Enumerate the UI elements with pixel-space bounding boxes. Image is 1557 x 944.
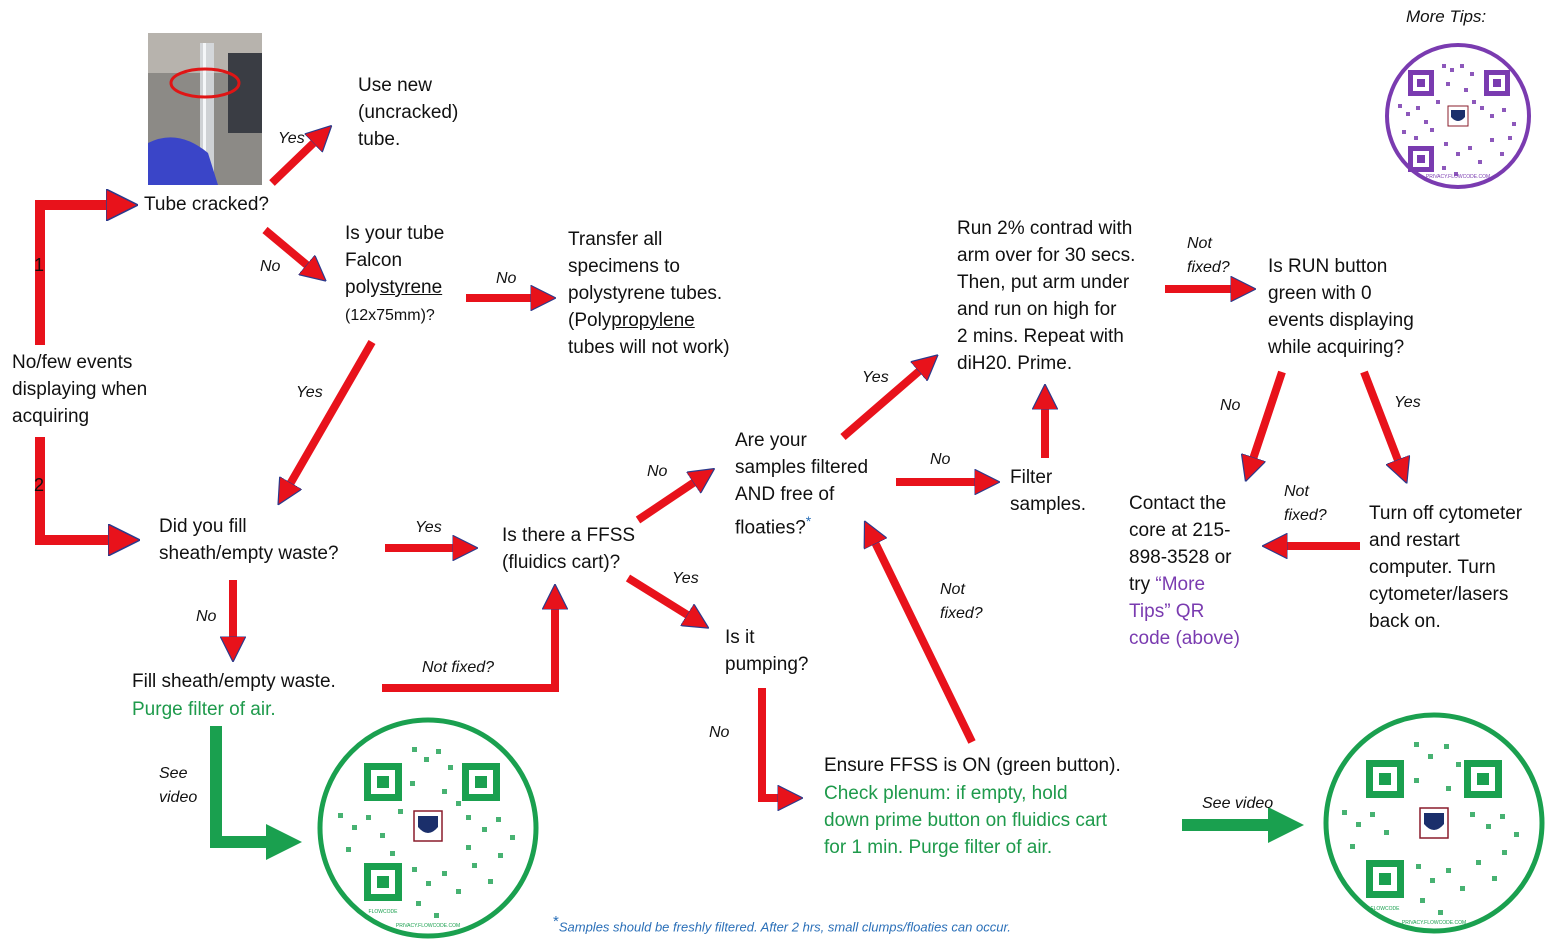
path-2-label: 2 bbox=[34, 475, 45, 495]
label-ensure-notfixed: Not fixed? bbox=[940, 581, 983, 622]
filtered-asterisk: * bbox=[805, 513, 812, 529]
filter-samples-node: Filter samples. bbox=[1010, 467, 1087, 515]
purge-video-qr-code[interactable]: FLOWCODE PRIVACY.FLOWCODE.COM bbox=[316, 717, 540, 944]
label-falcon-no: No bbox=[496, 270, 517, 287]
more-tips-qr-code[interactable]: PRIVACY.FLOWCODE.COM bbox=[1384, 42, 1532, 195]
transfer-text-2: tubes will not work) bbox=[568, 337, 730, 358]
path-1-label: 1 bbox=[34, 255, 45, 275]
arrow-cracked-yes bbox=[269, 131, 326, 186]
qr-caption-left: PRIVACY.FLOWCODE.COM bbox=[396, 923, 460, 929]
qr-brand-right: FLOWCODE bbox=[1371, 906, 1401, 912]
qr-caption-top: PRIVACY.FLOWCODE.COM bbox=[1426, 174, 1490, 180]
label-falcon-yes: Yes bbox=[296, 384, 323, 401]
arrow-falcon-yes bbox=[282, 340, 376, 498]
transfer-text-1: Transfer all specimens to polystyrene tu… bbox=[568, 229, 723, 331]
arrow-run-yes bbox=[1360, 370, 1404, 476]
falcon-question-text: Is your tube Falcon poly bbox=[345, 223, 445, 298]
arrow-ffss-yes bbox=[625, 574, 702, 624]
label-pumping-no: No bbox=[709, 724, 730, 741]
label-fill-yes: Yes bbox=[415, 519, 442, 536]
start-node: No/few events displaying when acquiring bbox=[12, 352, 148, 427]
more-tips-reference: “More Tips” QR code (above) bbox=[1129, 574, 1240, 649]
pumping-question: Is it pumping? bbox=[725, 627, 809, 675]
arrow-filtered-yes bbox=[840, 360, 932, 441]
ensure-ffss-node: Ensure FFSS is ON (green button). bbox=[824, 755, 1121, 776]
falcon-question-size: (12x75mm)? bbox=[345, 307, 435, 324]
arrow-purge-video bbox=[210, 726, 302, 860]
footnote-mark: * bbox=[553, 913, 559, 930]
purge-air-note: Purge filter of air. bbox=[132, 699, 276, 720]
filtered-question: Are your samples filtered AND free of fl… bbox=[735, 427, 868, 541]
footnote-text: Samples should be freshly filtered. Afte… bbox=[558, 919, 1011, 935]
footnote: *Samples should be freshly filtered. Aft… bbox=[553, 913, 1011, 934]
transfer-node: Transfer all specimens to polystyrene tu… bbox=[568, 226, 730, 361]
label-run-yes: Yes bbox=[1394, 394, 1421, 411]
contact-core-text: Contact the core at 215- 898-3528 or try bbox=[1129, 493, 1232, 595]
transfer-underline: propylene bbox=[611, 310, 695, 331]
label-fill-no: No bbox=[196, 608, 217, 625]
label-filtered-no: No bbox=[930, 451, 951, 468]
arrow-run-no bbox=[1248, 370, 1286, 474]
more-tips-heading: More Tips: bbox=[1406, 7, 1487, 26]
qr-brand-left: FLOWCODE bbox=[369, 909, 399, 915]
cracked-tube-photo bbox=[148, 33, 262, 185]
falcon-question: Is your tube Falcon polystyrene bbox=[345, 220, 444, 301]
arrow-cracked-no bbox=[262, 226, 320, 276]
label-fill-notfixed: Not fixed? bbox=[422, 659, 495, 676]
label-restart-notfixed: Not fixed? bbox=[1284, 483, 1327, 524]
arrow-pumping-no bbox=[758, 688, 795, 798]
arrow-fill-notfixed bbox=[382, 592, 555, 692]
arrow-ensure-notfixed bbox=[868, 528, 976, 744]
tube-cracked-question: Tube cracked? bbox=[144, 194, 269, 215]
label-ffss-no: No bbox=[647, 463, 668, 480]
filtered-question-text: Are your samples filtered AND free of fl… bbox=[735, 430, 869, 539]
run-button-question: Is RUN button green with 0 events displa… bbox=[1268, 256, 1414, 358]
label-cracked-no: No bbox=[260, 258, 281, 275]
label-run-no: No bbox=[1220, 397, 1241, 414]
label-contrad-notfixed: Not fixed? bbox=[1187, 235, 1230, 276]
plenum-video-qr-code[interactable]: FLOWCODE PRIVACY.FLOWCODE.COM bbox=[1322, 712, 1546, 939]
label-see-video-left: See video bbox=[159, 765, 198, 806]
arrow-ffss-no bbox=[635, 473, 708, 524]
label-see-video-right: See video bbox=[1202, 795, 1274, 812]
label-ffss-yes: Yes bbox=[672, 570, 699, 587]
falcon-question-underline: styrene bbox=[379, 277, 443, 298]
ffss-question: Is there a FFSS (fluidics cart)? bbox=[502, 525, 636, 573]
label-cracked-yes: Yes bbox=[278, 130, 305, 147]
fill-action-node: Fill sheath/empty waste. bbox=[132, 671, 336, 692]
restart-node: Turn off cytometer and restart computer.… bbox=[1369, 503, 1523, 632]
arrow-start-to-cracked bbox=[35, 205, 128, 345]
label-filtered-yes: Yes bbox=[862, 369, 889, 386]
fill-question: Did you fill sheath/empty waste? bbox=[159, 516, 339, 564]
check-plenum-note: Check plenum: if empty, hold down prime … bbox=[824, 783, 1108, 858]
use-new-tube-node: Use new (uncracked) tube. bbox=[358, 75, 459, 150]
contrad-node: Run 2% contrad with arm over for 30 secs… bbox=[957, 218, 1136, 374]
arrow-start-to-fill bbox=[35, 437, 130, 540]
qr-caption-right: PRIVACY.FLOWCODE.COM bbox=[1402, 920, 1466, 926]
contact-core-node: Contact the core at 215- 898-3528 or try… bbox=[1129, 490, 1240, 652]
